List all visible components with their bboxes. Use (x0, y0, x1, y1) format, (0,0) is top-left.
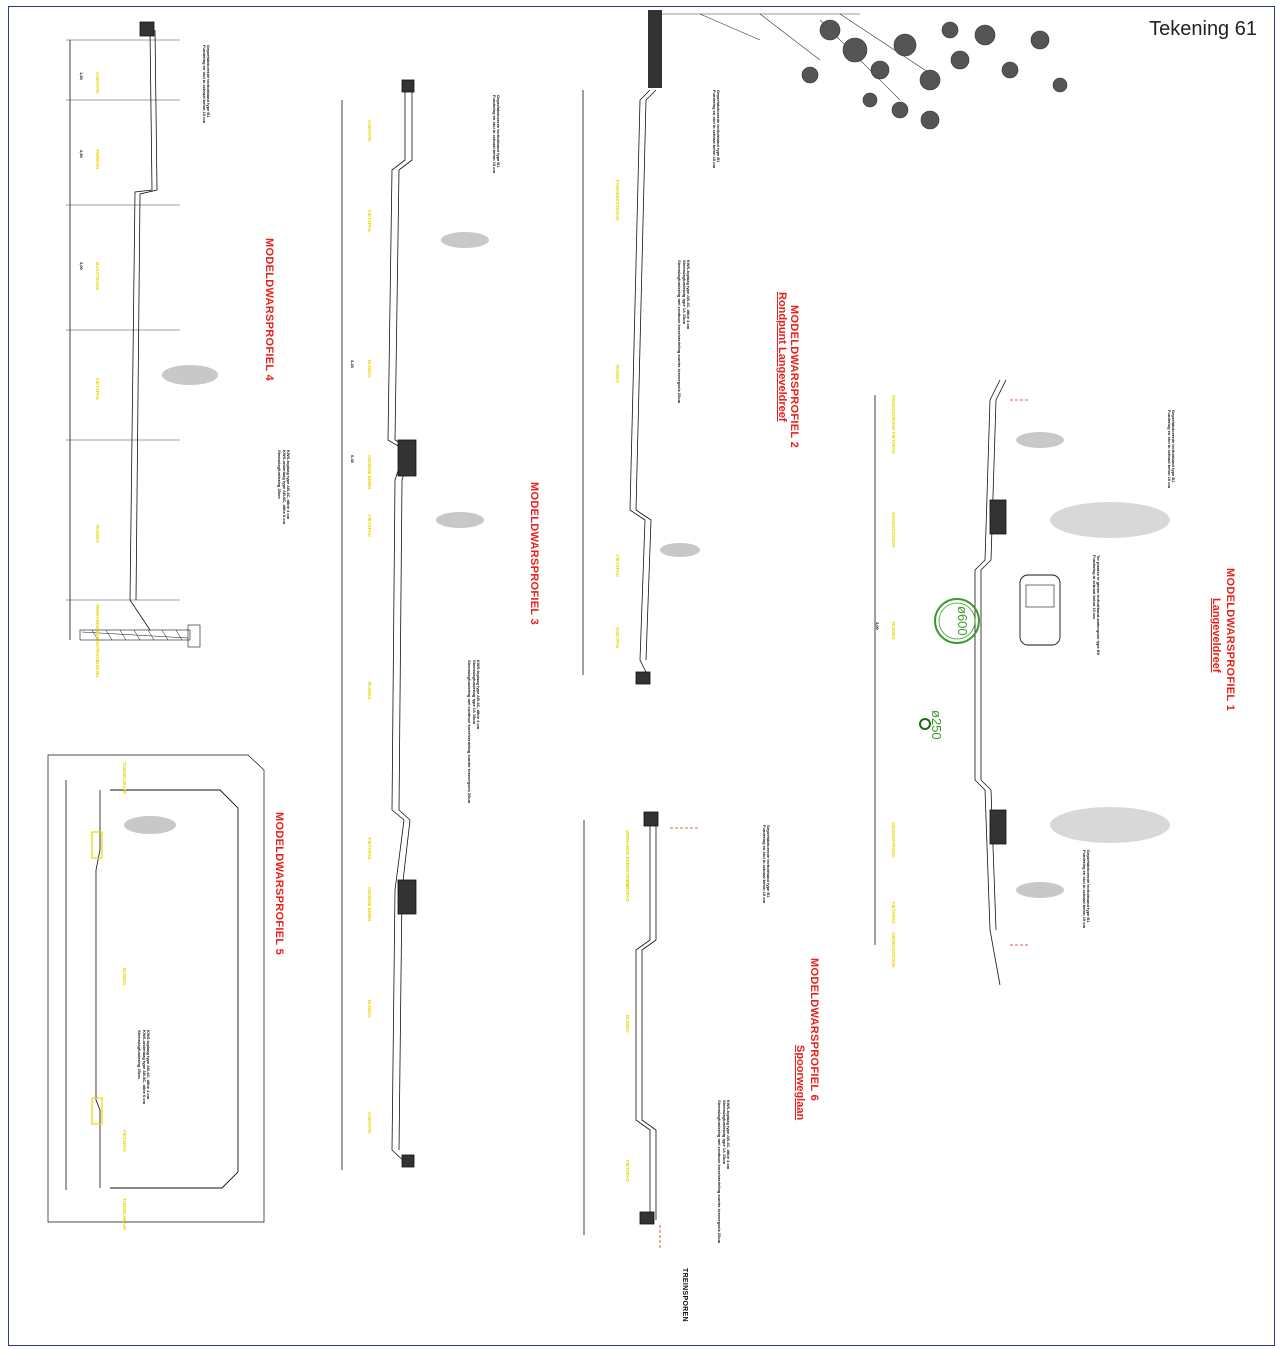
pipe-large-icon (934, 598, 980, 644)
profile-5-section (47, 754, 265, 1223)
tree-icon (660, 13, 1068, 130)
profile-3-title: MODELDWARSPROFIEL 3 (528, 482, 540, 626)
lane-label: PARKEERSTROOK (615, 180, 620, 221)
construction-note: KWS-toplaag type AB-4C, dikte 4 cm KWS-o… (137, 1030, 151, 1105)
pipe-small-label: ø250 (929, 710, 944, 740)
lane-label: RIJWEG (367, 1000, 372, 1018)
profile-1-subtitle: Langeveldreef (1210, 598, 1222, 673)
lane-label: VOETPAD (367, 1112, 372, 1134)
lane-label: FIETSPAD (367, 838, 372, 860)
profile-4-title: MODELDWARSPROFIEL 4 (263, 238, 275, 382)
construction-note: Geprefabriceerde trottoirband type B1 Fu… (1081, 850, 1091, 929)
lane-label: TUNNELMUUR (122, 1198, 127, 1230)
construction-note: KWS-toplaag type AB-4C, dikte 4 cm Steen… (717, 1100, 731, 1244)
lane-label: VOETPAD (95, 72, 100, 94)
dimension-label: 1,50 (79, 72, 84, 80)
lane-label: RIJWEG (95, 525, 100, 543)
construction-note: Geprefabriceerde trottoirband type B1 Fu… (711, 90, 721, 169)
dimension-label: 3,25 (350, 360, 355, 368)
dimension-label: 2,50 (79, 150, 84, 158)
construction-note: KWS-toplaag type AB-4C, dikte 4 cm Steen… (677, 260, 691, 404)
tree-silhouette-icon (1050, 502, 1170, 843)
lane-label: TUNNELMUUR (122, 762, 127, 794)
lane-label: RIJWEG (122, 968, 127, 986)
lane-label: TREINSPOREN (681, 1268, 688, 1322)
profile-1-title: MODELDWARSPROFIEL 1 (1224, 568, 1236, 712)
pipe-small-icon (919, 718, 931, 730)
profile-1-section (874, 379, 1061, 986)
pipe-large-label: ø600 (955, 606, 970, 636)
lane-label: TUNNEL (95, 660, 100, 679)
lane-label: RIJWEG (367, 682, 372, 700)
lane-label: GROENSTROOK (891, 822, 896, 858)
lane-label: FIETSPAD (367, 515, 372, 537)
lane-label: RIJWEG (625, 1015, 630, 1033)
lane-label: VOETPAD (615, 627, 620, 649)
construction-note: Geprefabriceerde trottoirband type B1 Fu… (761, 825, 771, 904)
profile-5-title: MODELDWARSPROFIEL 5 (273, 812, 285, 956)
profile-6-subtitle: Spoorweglaan (794, 1045, 806, 1121)
construction-note: Ter plaatse te gieten trottoirband-water… (1091, 555, 1101, 655)
lane-label: FIETSPAD (95, 378, 100, 400)
lane-label: RIJWEG (615, 365, 620, 383)
sheet-frame (8, 6, 1275, 1346)
lane-label: PERRON (95, 150, 100, 170)
construction-note: KWS-toplaag type AB-4C, dikte 4 cm KWS-o… (277, 450, 291, 525)
lane-label: VERHARDE BERMSTROOK (95, 604, 100, 664)
lane-label: BUSSTROOK (95, 262, 100, 291)
person-icon (124, 232, 1064, 898)
dimension-label: 3,00 (79, 262, 84, 270)
profile-3-section (341, 79, 417, 1170)
construction-note: Geprefabriceerde trottoirband type B1 Fu… (491, 95, 501, 174)
profile-6-title: MODELDWARSPROFIEL 6 (808, 958, 820, 1102)
lane-label: FIETSPAD (122, 1130, 127, 1152)
dimension-label: 0,45 (350, 455, 355, 463)
lane-label: RIJWEG (891, 622, 896, 640)
construction-note: Geprefabriceerde trottoirband type B1 Fu… (1166, 410, 1176, 489)
lane-label: GROENSTROOK (891, 512, 896, 548)
lane-label: RIJWEG (367, 360, 372, 378)
lane-label: FIETSPAD (625, 880, 630, 902)
dimension-label: 3,00 (875, 622, 880, 630)
profile-2-subtitle: Rondpunt Langeveldreef (776, 292, 788, 422)
lane-label: FIETSPAD (891, 902, 896, 924)
construction-note: KWS-toplaag type AB-4C, dikte 4 cm Steen… (467, 660, 481, 804)
profile-2-title: MODELDWARSPROFIEL 2 (788, 305, 800, 449)
lane-label: GROENE BERM (367, 887, 372, 922)
profile-2-section (582, 89, 657, 685)
lane-label: FIETSPAD (367, 210, 372, 232)
lane-label: GROENE BERM (367, 455, 372, 490)
lane-label: GROENSTROOK (891, 932, 896, 968)
lane-label: FIETSPAD (615, 555, 620, 577)
lane-label: GROENSTROOK (891, 395, 896, 431)
lane-label: FIETSPAD (891, 432, 896, 454)
sheet-title: Tekening 61 (1149, 18, 1257, 40)
profile-4-section (66, 21, 201, 648)
construction-note: Geprefabriceerde trottoirband type B1 Fu… (201, 45, 211, 124)
lane-label: VOETPAD (367, 120, 372, 142)
hedge-block (648, 10, 662, 88)
lane-label: FIETSPAD (625, 1160, 630, 1182)
profile-6-section (583, 811, 700, 1250)
